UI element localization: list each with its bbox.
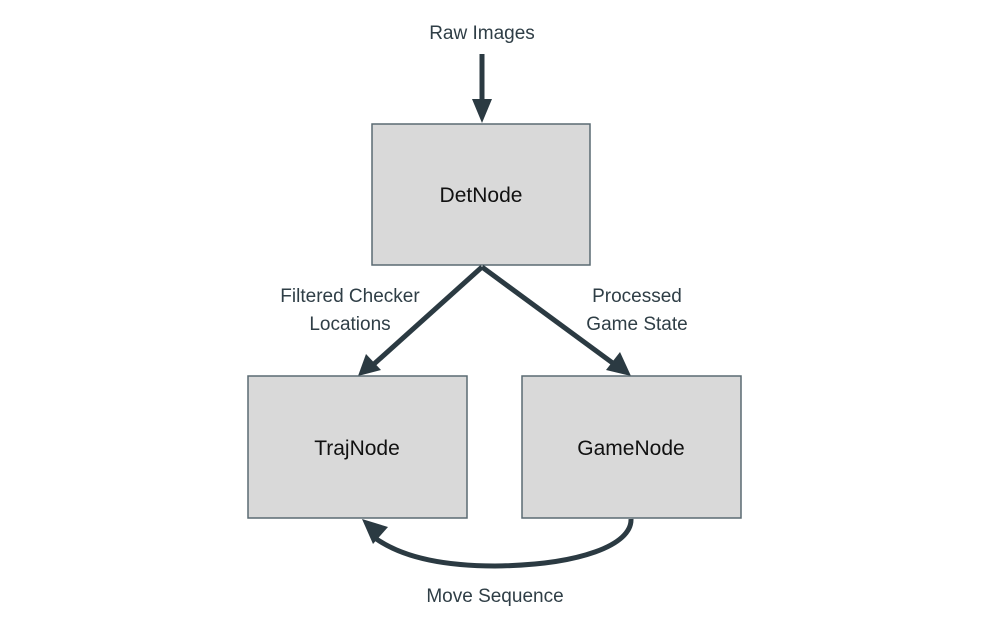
edge-det-to-game: Processed Game State (480, 264, 688, 376)
arrow-head (606, 352, 631, 376)
node-label-trajnode: TrajNode (314, 437, 400, 460)
arrow-shaft (372, 265, 484, 366)
node-detnode: DetNode (371, 123, 591, 266)
node-trajnode: TrajNode (247, 375, 468, 519)
edge-label-move-sequence: Move Sequence (426, 586, 563, 607)
edge-label-filtered-line1: Filtered Checker (280, 286, 420, 307)
edge-label-processed-line2: Game State (586, 314, 687, 335)
node-label-gamenode: GameNode (577, 437, 684, 460)
node-gamenode: GameNode (521, 375, 742, 519)
arrow-head (358, 354, 381, 376)
arrow-head (472, 99, 492, 123)
arrow-head (362, 519, 388, 544)
edge-raw-images: Raw Images (429, 23, 535, 123)
edge-label-raw-images: Raw Images (429, 23, 535, 44)
edge-label-filtered-line2: Locations (309, 314, 390, 335)
arrow-shaft (373, 518, 634, 569)
edge-det-to-traj: Filtered Checker Locations (280, 265, 484, 376)
node-label-detnode: DetNode (440, 184, 523, 207)
edge-game-to-traj: Move Sequence (362, 518, 634, 607)
arrow-shaft (480, 264, 616, 367)
edge-label-processed-line1: Processed (592, 286, 682, 307)
